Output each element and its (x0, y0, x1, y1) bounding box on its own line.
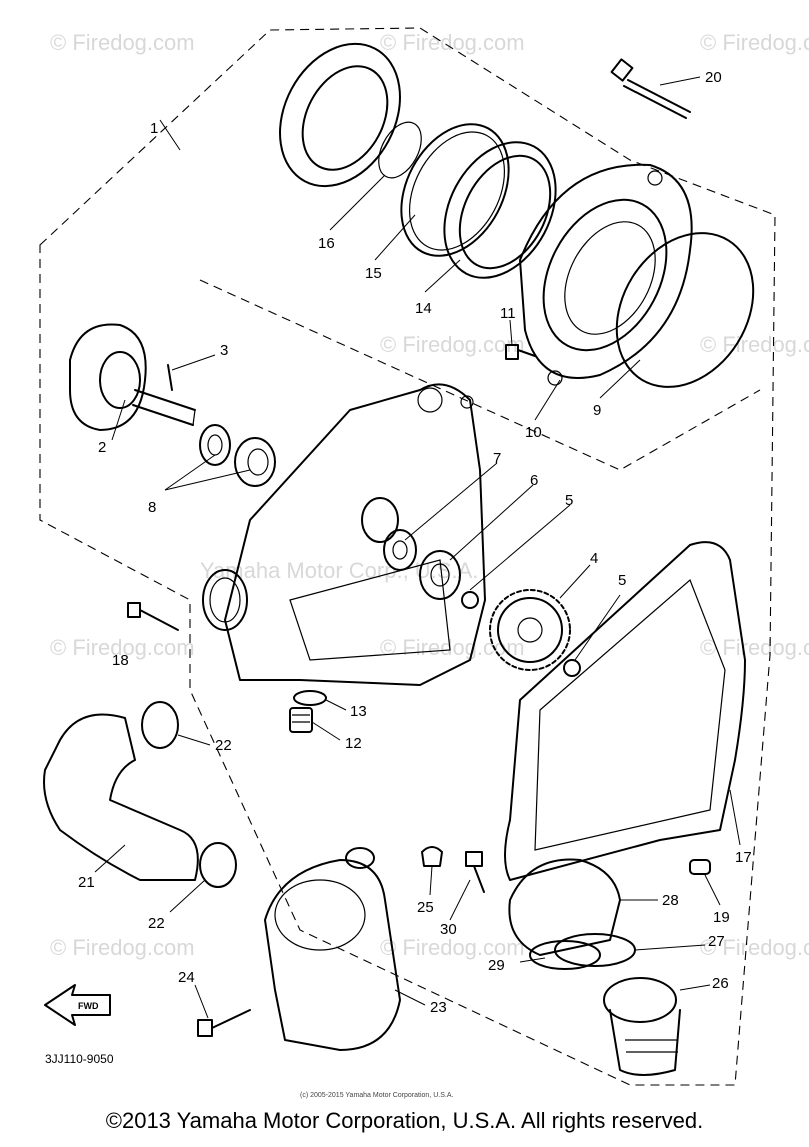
callout-21: 21 (78, 874, 95, 891)
callout-11: 11 (500, 305, 516, 322)
callout-29: 29 (488, 957, 505, 974)
circlip-5 (461, 591, 479, 609)
washer-13 (293, 690, 327, 706)
impeller-2 (69, 323, 196, 431)
callout-10: 10 (525, 424, 542, 441)
seal-8 (199, 424, 276, 487)
diagram-code: 3JJ110-9050 (45, 1052, 114, 1066)
thermostat-housing-23 (264, 847, 401, 1051)
callout-19: 19 (713, 909, 730, 926)
watermark-text: © Firedog.com (380, 935, 525, 960)
cap-25 (421, 846, 443, 867)
dowel-19 (689, 859, 711, 875)
o-ring-22 (141, 701, 179, 749)
bolt-20 (610, 58, 691, 119)
watermark-text: © Firedog.com (380, 30, 525, 55)
callout-5: 5 (565, 492, 573, 509)
gasket-17-inner (534, 578, 726, 851)
small-copyright: (c) 2005-2015 Yamaha Motor Corporation, … (300, 1092, 453, 1099)
watermark-text: © Firedog.com (380, 332, 525, 357)
callout-6: 6 (530, 472, 538, 489)
callout-5-lower: 5 (618, 572, 626, 589)
callout-26: 26 (712, 975, 729, 992)
callout-12: 12 (345, 735, 362, 752)
callout-22-lower: 22 (148, 915, 165, 932)
callout-16: 16 (318, 235, 335, 252)
watermark-text: © Firedog.com (700, 332, 809, 357)
callout-23: 23 (430, 999, 447, 1016)
circlip-5 (563, 659, 581, 677)
seal-16 (279, 42, 422, 188)
bolt-24 (197, 1009, 251, 1037)
pipe-21 (43, 713, 199, 881)
callout-8: 8 (148, 499, 156, 516)
gear-4 (489, 589, 571, 671)
callout-22: 22 (215, 737, 232, 754)
callout-17: 17 (735, 849, 752, 866)
callout-3: 3 (220, 342, 228, 359)
callout-30: 30 (440, 921, 457, 938)
outlet-28 (508, 858, 621, 956)
fwd-label: FWD (78, 1001, 99, 1011)
watermark-text: © Firedog.com (700, 30, 809, 55)
bolt-18 (127, 602, 179, 631)
watermark-text: © Firedog.com (700, 635, 809, 660)
watermark-layer: © Firedog.com © Firedog.com © Firedog.co… (50, 30, 809, 960)
callout-28: 28 (662, 892, 679, 909)
callout-9: 9 (593, 402, 601, 419)
gasket-17 (504, 541, 746, 881)
fwd-arrow-icon: FWD (44, 984, 111, 1026)
watermark-text: © Firedog.com (700, 935, 809, 960)
sub-assembly-outline (199, 279, 761, 471)
watermark-text: © Firedog.com (50, 30, 195, 55)
callout-7: 7 (493, 450, 501, 467)
leader-lines (94, 76, 741, 1019)
callout-labels: 1 2 3 4 5 5 6 7 8 9 10 11 12 13 14 15 16… (78, 69, 752, 1016)
callout-4: 4 (590, 550, 598, 567)
callout-2: 2 (98, 439, 106, 456)
callout-14: 14 (415, 300, 432, 317)
thermostat-26 (603, 977, 681, 1076)
callout-18: 18 (112, 652, 129, 669)
callout-24: 24 (178, 969, 195, 986)
o-ring-29 (529, 940, 601, 970)
bearing-6 (419, 550, 461, 600)
o-ring-22 (199, 842, 237, 888)
pin-3 (167, 364, 173, 391)
callout-27: 27 (708, 933, 725, 950)
drain-bolt-12 (289, 707, 313, 733)
copyright-footer: ©2013 Yamaha Motor Corporation, U.S.A. A… (105, 1108, 704, 1133)
callout-1: 1 (150, 120, 158, 137)
callout-20: 20 (705, 69, 722, 86)
watermark-text: © Firedog.com (380, 635, 525, 660)
pump-housing (202, 383, 486, 686)
bearing-7 (383, 529, 417, 571)
callout-15: 15 (365, 265, 382, 282)
watermark-text: © Firedog.com (50, 935, 195, 960)
ring-14 (443, 141, 557, 279)
bolt-30 (465, 851, 485, 893)
callout-25: 25 (417, 899, 434, 916)
callout-13: 13 (350, 703, 367, 720)
o-ring-15 (400, 123, 510, 257)
housing-cover-10 (519, 163, 693, 386)
o-ring-9 (615, 232, 755, 388)
watermark-text: © Firedog.com (50, 635, 195, 660)
